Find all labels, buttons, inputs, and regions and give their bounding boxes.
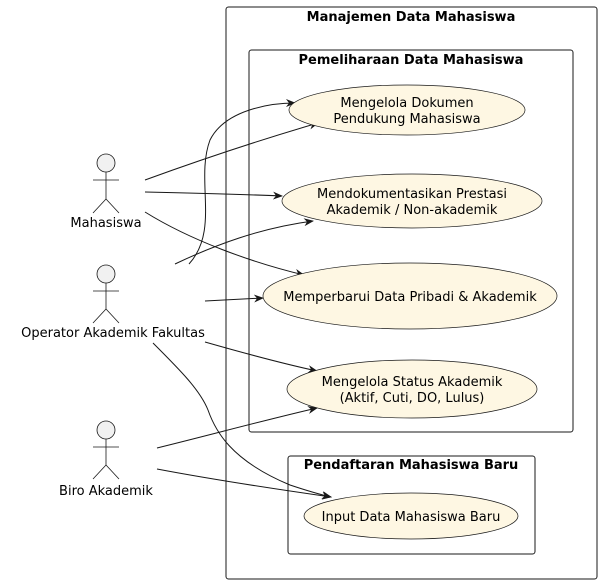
package-pendaftaran-title: Pendaftaran Mahasiswa Baru xyxy=(304,458,519,473)
association-mahasiswa-pribadi xyxy=(144,211,305,277)
system-title: Manajemen Data Mahasiswa xyxy=(307,10,516,25)
package-pemeliharaan-title: Pemeliharaan Data Mahasiswa xyxy=(299,53,524,68)
actor-head-icon xyxy=(96,153,116,173)
association-operator-pribadi xyxy=(204,294,264,303)
actor-head-icon xyxy=(96,420,116,440)
use-case-status-ellipse xyxy=(286,359,538,419)
use-case-status-line-1: Mengelola Status Akademik xyxy=(322,375,503,390)
use-case-prestasi-line-1: Mendokumentasikan Prestasi xyxy=(317,187,507,202)
package-pemeliharaan-frame xyxy=(248,49,574,433)
association-mahasiswa-dokumen xyxy=(144,121,319,181)
association-biro-input xyxy=(156,468,332,500)
use-case-input[interactable]: Input Data Mahasiswa Baru xyxy=(303,492,519,540)
actor-head-icon xyxy=(96,264,116,284)
actor-figure-icon xyxy=(92,153,120,214)
use-case-input-line-1: Input Data Mahasiswa Baru xyxy=(322,510,501,525)
use-case-prestasi[interactable]: Mendokumentasikan Prestasi Akademik / No… xyxy=(281,173,543,229)
use-case-dokumen-line-1: Mengelola Dokumen xyxy=(340,96,473,111)
association-biro-status xyxy=(156,406,318,449)
use-case-prestasi-ellipse xyxy=(281,173,543,229)
use-case-pribadi[interactable]: Memperbarui Data Pribadi & Akademik xyxy=(262,262,558,330)
system-boundary: Manajemen Data Mahasiswa xyxy=(225,6,598,580)
use-case-pribadi-ellipse xyxy=(262,262,558,330)
association-operator-prestasi xyxy=(174,218,314,265)
actor-operator[interactable]: Operator Akademik Fakultas xyxy=(21,264,205,341)
package-pendaftaran-frame xyxy=(287,455,536,555)
package-pendaftaran: Pendaftaran Mahasiswa Baru xyxy=(287,455,536,555)
actor-biro[interactable]: Biro Akademik xyxy=(59,420,153,499)
actor-figure-icon xyxy=(92,264,120,324)
association-operator-input xyxy=(152,342,332,499)
use-case-pribadi-line-1: Memperbarui Data Pribadi & Akademik xyxy=(283,290,537,305)
association-operator-dokumen xyxy=(188,99,296,265)
use-case-status[interactable]: Mengelola Status Akademik (Aktif, Cuti, … xyxy=(286,359,538,419)
use-case-dokumen-line-2: Pendukung Mahasiswa xyxy=(333,112,480,127)
use-case-prestasi-line-2: Akademik / Non-akademik xyxy=(327,203,498,218)
actor-mahasiswa-label: Mahasiswa xyxy=(70,216,141,231)
actor-operator-label: Operator Akademik Fakultas xyxy=(21,326,205,341)
package-pemeliharaan: Pemeliharaan Data Mahasiswa xyxy=(248,49,574,433)
system-boundary-frame xyxy=(225,6,598,580)
use-case-status-line-2: (Aktif, Cuti, DO, Lulus) xyxy=(340,391,485,406)
association-operator-status xyxy=(204,341,318,374)
use-case-input-ellipse xyxy=(303,492,519,540)
actor-biro-label: Biro Akademik xyxy=(59,484,153,499)
actor-figure-icon xyxy=(92,420,120,480)
use-case-dokumen[interactable]: Mengelola Dokumen Pendukung Mahasiswa xyxy=(288,84,526,136)
association-mahasiswa-prestasi xyxy=(144,191,283,200)
use-case-dokumen-ellipse xyxy=(288,84,526,136)
actor-mahasiswa[interactable]: Mahasiswa xyxy=(70,153,142,231)
associations xyxy=(144,99,332,500)
